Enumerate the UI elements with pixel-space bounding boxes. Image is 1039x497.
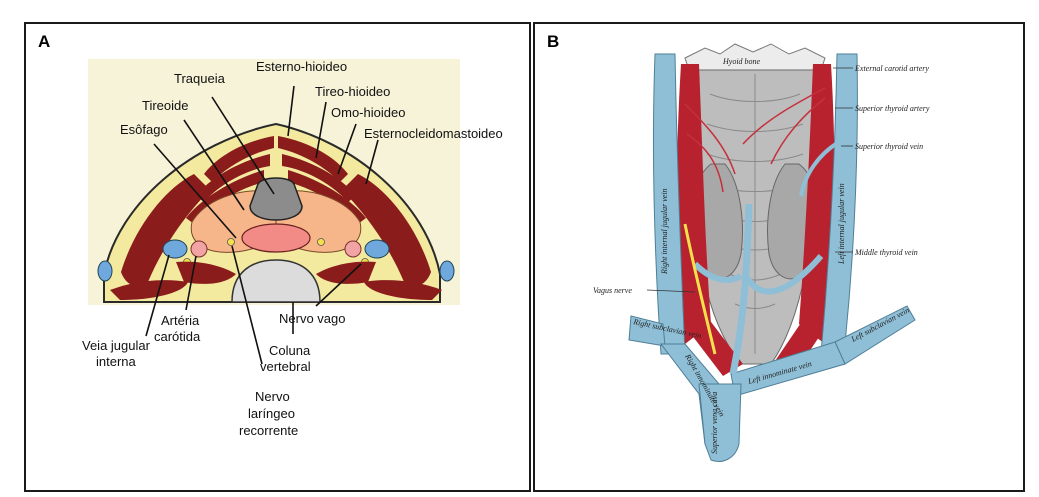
- label-middle-thyroid-vein: Middle thyroid vein: [854, 248, 918, 257]
- label-coluna-1: Coluna: [269, 343, 311, 358]
- laryngeal-nerve-left: [228, 239, 235, 246]
- label-left-ijv: Left internal jugular vein: [837, 183, 846, 265]
- label-esternocleidomastoideo: Esternocleidomastoideo: [364, 126, 503, 141]
- label-traqueia: Traqueia: [174, 71, 226, 86]
- label-esterno-hioideo: Esterno-hioideo: [256, 59, 347, 74]
- label-hyoid-bone: Hyoid bone: [722, 57, 761, 66]
- thyroid-vessels-illustration: Hyoid bone: [535, 24, 1023, 490]
- label-coluna-2: vertebral: [260, 359, 311, 374]
- label-arteria-1: Artéria: [161, 313, 200, 328]
- superior-vena-cava: [699, 384, 741, 461]
- label-omo-hioideo: Omo-hioideo: [331, 105, 405, 120]
- label-arteria-2: carótida: [154, 329, 201, 344]
- label-vagus-nerve: Vagus nerve: [593, 286, 632, 295]
- label-laringeo-2: laríngeo: [248, 406, 295, 421]
- label-external-carotid: External carotid artery: [854, 64, 929, 73]
- label-laringeo-3: recorrente: [239, 423, 298, 438]
- panel-a: A: [24, 22, 531, 492]
- label-nervo-vago: Nervo vago: [279, 311, 345, 326]
- jugular-vein-right: [365, 240, 389, 258]
- label-esofago: Esôfago: [120, 122, 168, 137]
- laryngeal-nerve-right: [318, 239, 325, 246]
- trachea: [250, 178, 302, 220]
- carotid-artery-left: [191, 241, 207, 257]
- label-laringeo-1: Nervo: [255, 389, 290, 404]
- neck-cross-section-diagram: Esterno-hioideo Traqueia Tireo-hioideo T…: [26, 24, 529, 490]
- external-jugular-right: [440, 261, 454, 281]
- label-tireoide: Tireoide: [142, 98, 188, 113]
- label-right-ijv: Right internal jugular vein: [660, 188, 669, 275]
- carotid-artery-right: [345, 241, 361, 257]
- label-superior-thyroid-artery: Superior thyroid artery: [855, 104, 930, 113]
- label-tireo-hioideo: Tireo-hioideo: [315, 84, 390, 99]
- panel-b: B Hyoid bone: [533, 22, 1025, 492]
- esophagus: [242, 224, 310, 252]
- label-superior-vena-cava: Superior vena cava: [710, 392, 719, 454]
- external-jugular-left: [98, 261, 112, 281]
- label-veia-jugular-2: interna: [96, 354, 137, 369]
- label-veia-jugular-1: Veia jugular: [82, 338, 151, 353]
- label-superior-thyroid-vein: Superior thyroid vein: [855, 142, 923, 151]
- jugular-vein-left: [163, 240, 187, 258]
